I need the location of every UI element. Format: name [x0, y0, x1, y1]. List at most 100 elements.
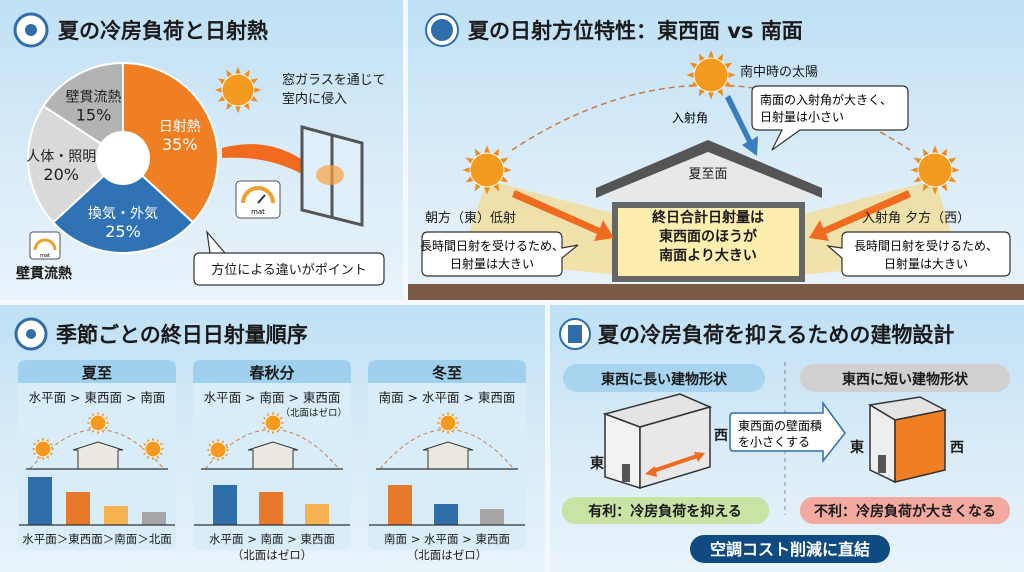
season-bottom-ranking: 水平面＞東西面＞南面＞北面 [22, 532, 172, 546]
svg-text:日射量は大きい: 日射量は大きい [450, 256, 534, 271]
svg-text:東西面のほうが: 東西面のほうが [659, 228, 758, 245]
noon-ray-arrow [725, 95, 758, 156]
short-building-icon [867, 396, 948, 484]
bar [434, 504, 458, 525]
season-ranking: 水平面 > 南面 > 東西面 [204, 390, 341, 405]
pie-slice [51, 156, 195, 254]
pie-label: 日射熱 [159, 119, 201, 135]
bar [28, 477, 52, 525]
season-bottom-note: （北面はゼロ） [232, 548, 313, 562]
incidence-label: 入射角 [672, 110, 708, 125]
panel-building-design: 夏の冷房負荷を抑えるための建物設計 東西に長い建物形状 東西に短い建物形状 東 … [550, 305, 1024, 572]
east-ray-arrow [512, 190, 614, 241]
sun-icon [141, 437, 165, 461]
bar [104, 506, 128, 525]
short-building-label: 東西に短い建物形状 [842, 371, 969, 388]
pie-label: 換気・外気 [88, 206, 158, 222]
sun-icon [436, 411, 460, 435]
gauge-icon: mat [235, 180, 281, 219]
season-name: 冬至 [432, 364, 462, 382]
long-building-icon [602, 393, 713, 490]
svg-text:南面より大きい: 南面より大きい [659, 247, 757, 264]
season-note: （北面はゼロ） [280, 407, 347, 419]
pie-value: 15% [76, 105, 112, 124]
bar [142, 512, 166, 525]
west-label: 西 [714, 428, 728, 444]
panel-title: 夏の冷房負荷と日射熱 [58, 19, 268, 43]
sun-icon [31, 437, 55, 461]
bar [305, 504, 329, 525]
west-label: 入射角 夕方（西） [862, 210, 970, 226]
bar [66, 492, 90, 525]
east-callout: 長時間日射を受けるため、 日射量は大きい [420, 231, 579, 277]
svg-text:南面の入射角が大きく、: 南面の入射角が大きく、 [760, 92, 892, 107]
season-ranking: 水平面 > 東西面 > 南面 [29, 390, 166, 405]
window-note: 室内に侵入 [282, 91, 347, 107]
pie-slice [42, 61, 124, 160]
pie-value: 20% [43, 165, 79, 184]
panel-orientation: 夏の日射方位特性：東西面 vs 南面 南中時の太陽 南面の入射角が大きく、 日射… [408, 0, 1024, 300]
pie-slice [27, 104, 125, 224]
pie-label: 人体・照明 [26, 149, 96, 165]
west-callout: 長時間日射を受けるため、 日射量は大きい [826, 231, 1011, 277]
sun-icon-noon [686, 50, 736, 100]
svg-text:長時間日射を受けるため、: 長時間日射を受けるため、 [854, 238, 998, 253]
svg-text:東西面の壁面積: 東西面の壁面積 [738, 418, 822, 433]
bar [213, 485, 237, 525]
window-icon [300, 125, 364, 227]
pie-label: 壁貫流熱 [65, 89, 121, 105]
long-building-label: 東西に長い建物形状 [601, 371, 728, 388]
globe-icon [425, 13, 459, 47]
panel-title: 夏の日射方位特性：東西面 vs 南面 [468, 19, 803, 43]
svg-text:長時間日射を受けるため、: 長時間日射を受けるため、 [420, 238, 564, 253]
svg-text:mat: mat [40, 253, 50, 259]
panel-title: 季節ごとの終日日射量順序 [56, 323, 308, 347]
bar [388, 485, 412, 525]
disadvantage-label: 不利：冷房負荷が大きくなる [814, 503, 996, 520]
season-bottom-ranking: 南面 > 水平面 > 東西面 [384, 532, 510, 546]
conclusion-badge: 空調コスト削減に直結 [710, 540, 870, 559]
pie-value: 35% [162, 135, 198, 154]
west-ray-arrow [809, 190, 911, 241]
building-icon [559, 318, 591, 350]
heat-arrow [222, 144, 330, 188]
bar [259, 492, 283, 525]
season-bottom-note: （北面はゼロ） [407, 548, 488, 562]
roof-label: 夏至面 [688, 167, 727, 182]
window-note: 窓ガラスを通じて [282, 72, 386, 88]
panel-title: 夏の冷房負荷を抑えるための建物設計 [598, 323, 954, 347]
bar [480, 509, 504, 525]
season-name: 春秋分 [249, 364, 294, 382]
sun-icon [206, 438, 230, 462]
panel-seasons: 季節ごとの終日日射量順序 夏至水平面 > 東西面 > 南面水平面＞東西面＞南面＞… [0, 305, 545, 572]
noon-sun-label: 南中時の太陽 [740, 64, 818, 80]
sun-icon [261, 411, 285, 435]
east-label: 東 [850, 439, 864, 456]
season-name: 夏至 [81, 364, 112, 382]
svg-text:日射量は小さい: 日射量は小さい [760, 109, 844, 124]
east-label: 朝方（東）低射 [425, 210, 516, 226]
svg-text:日射量は大きい: 日射量は大きい [884, 256, 968, 271]
pie-slice [122, 61, 219, 224]
reduce-arrow: 東西面の壁面積 を小さくする [729, 400, 846, 464]
sun-icon [86, 411, 110, 435]
svg-text:mat: mat [251, 208, 265, 216]
west-label: 西 [950, 440, 964, 456]
sun-icon [13, 12, 49, 48]
sun-icon [14, 317, 48, 351]
season-bottom-ranking: 水平面 > 南面 > 東西面 [209, 532, 335, 546]
season-ranking: 南面 > 水平面 > 東西面 [379, 390, 516, 405]
noon-callout: 南面の入射角が大きく、 日射量は小さい [751, 85, 909, 151]
gauge-icon: mat [29, 231, 61, 260]
east-label: 東 [590, 455, 604, 472]
sun-icon-east [462, 145, 512, 195]
callout: 方位による違いがポイント [193, 230, 385, 286]
svg-text:終日合計日射量は: 終日合計日射量は [652, 209, 764, 226]
sun-icon-west [910, 145, 960, 195]
pie-value: 25% [105, 222, 141, 241]
